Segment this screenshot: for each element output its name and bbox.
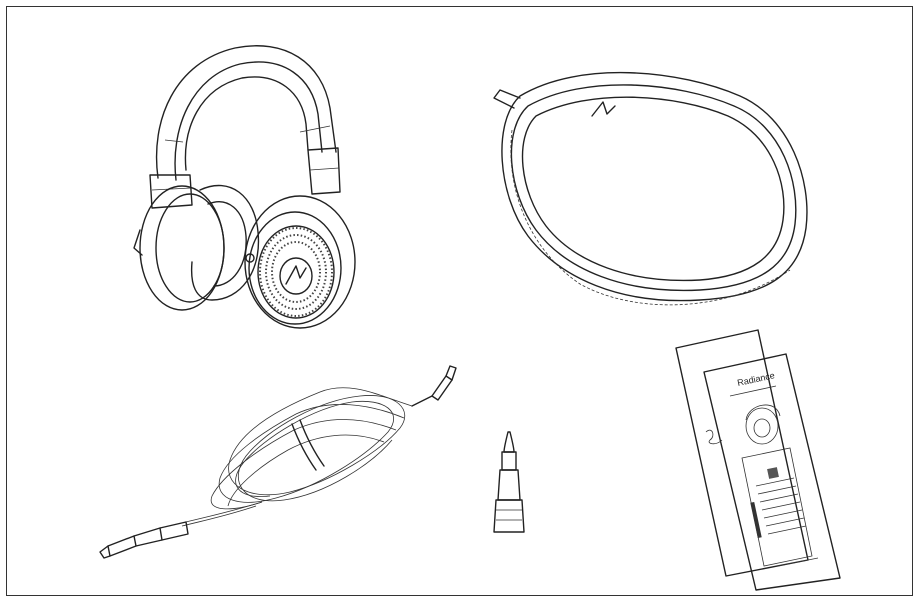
case-logo-icon: [591, 101, 616, 117]
audio-cable-icon: [99, 365, 457, 559]
carry-case-icon: [493, 71, 808, 306]
package-contents-frame: [6, 6, 913, 596]
jack-adapter-icon: [493, 431, 525, 533]
grille-pattern: [259, 227, 333, 317]
headphones-icon: [133, 45, 356, 329]
brand-logo-icon: [285, 265, 307, 285]
manual-booklet-icon: Radiance: [675, 329, 841, 591]
